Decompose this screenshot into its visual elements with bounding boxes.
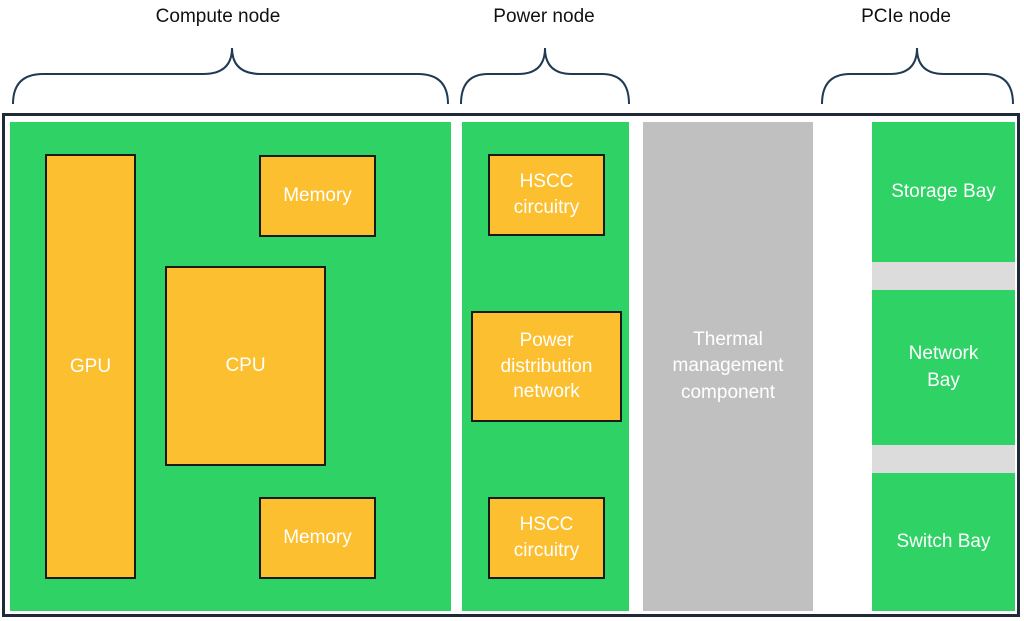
hscc-circuitry-top: HSCC circuitry — [488, 154, 605, 236]
thermal-management-label: Thermal management component — [672, 328, 784, 403]
thermal-management-region — [643, 122, 813, 611]
memory-block-top: Memory — [259, 155, 376, 237]
compute-node-brace — [12, 47, 449, 105]
node-braces — [12, 47, 1014, 105]
storage-bay: Storage Bay — [891, 180, 996, 202]
memory-block-bottom: Memory — [259, 497, 376, 579]
network-bay: Network Bay — [908, 342, 979, 391]
compute-node-label: Compute node — [155, 6, 281, 27]
switch-bay: Switch Bay — [896, 530, 991, 552]
bay-separator-1 — [872, 262, 1015, 290]
pcie-node-region — [872, 122, 1015, 611]
gpu-block: GPU — [45, 154, 136, 579]
hscc-circuitry-bottom: HSCC circuitry — [488, 497, 605, 579]
power-node-label: Power node — [493, 6, 595, 27]
power-distribution-network: Power distribution network — [471, 311, 622, 422]
power-node-brace — [460, 47, 630, 105]
pcie-node-label: PCIe node — [861, 6, 951, 27]
pcie-node-brace — [821, 47, 1014, 105]
server-chassis: GPU Memory CPU Memory HSCC circuitry Pow… — [2, 113, 1020, 617]
bay-separator-2 — [872, 445, 1015, 473]
cpu-block: CPU — [165, 266, 326, 466]
